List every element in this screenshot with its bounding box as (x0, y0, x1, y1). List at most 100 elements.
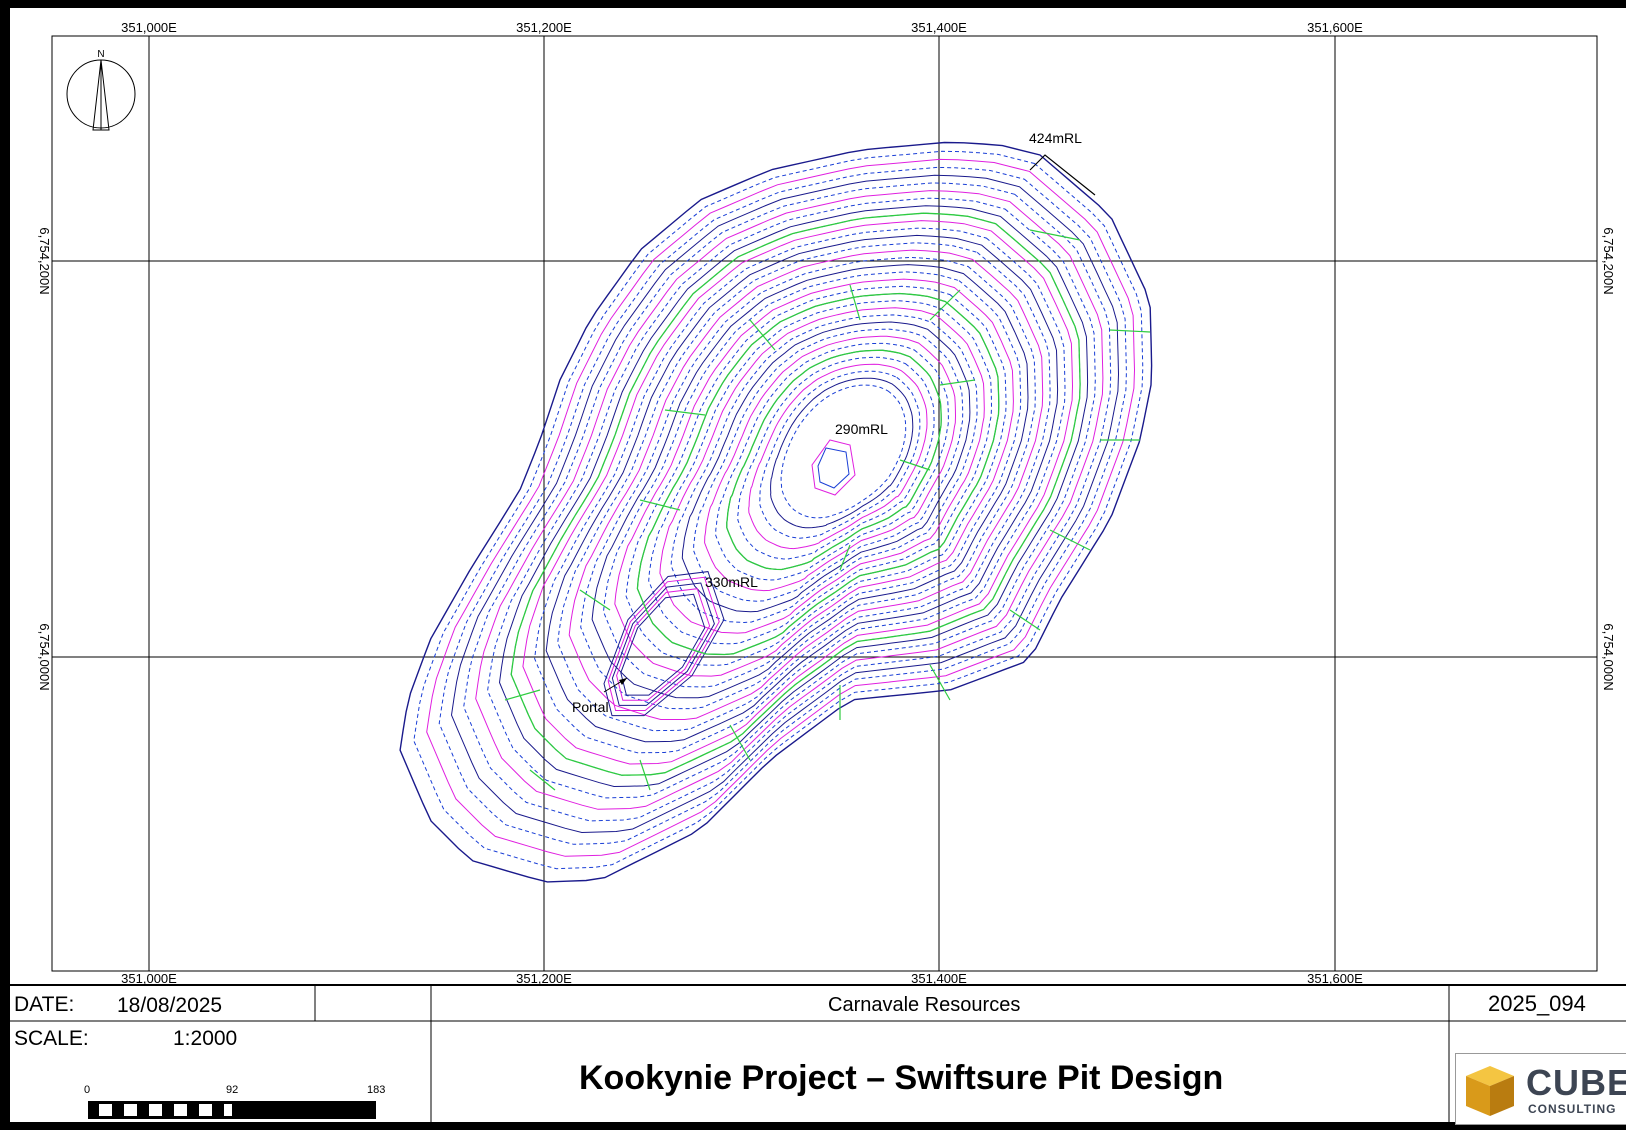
label-ramp-rl: 330mRL (705, 574, 758, 590)
pit-contour-line (534, 227, 1066, 754)
pit-berm-line (726, 349, 942, 571)
berm-tick (1049, 529, 1091, 551)
berm-tick (939, 379, 976, 386)
berm-tick (529, 769, 556, 791)
easting-label-top: 351,400E (911, 20, 967, 35)
scale-bar-tick-label: 0 (84, 1084, 91, 1096)
pit-contour-line (463, 182, 1112, 822)
report-number: 2025_094 (1488, 991, 1586, 1016)
logo-text: CUBE (1526, 1062, 1626, 1103)
pit-contour-line (625, 285, 1007, 666)
easting-label-bottom: 351,600E (1307, 971, 1363, 986)
pit-bottom-contour (817, 447, 850, 489)
cube-consulting-logo: CUBE CONSULTING (1455, 1053, 1626, 1125)
northing-label-right: 6,754,200N (1601, 227, 1616, 294)
date-label: DATE: (14, 993, 75, 1016)
berm-tick (1009, 609, 1041, 631)
pit-berms (504, 212, 1151, 791)
berm-tick (664, 409, 706, 416)
easting-label-top: 351,600E (1307, 20, 1363, 35)
secondary-pit-contour (611, 582, 715, 706)
pit-contour-line (580, 256, 1036, 710)
pit-contour-line (636, 292, 1000, 656)
berm-tick (579, 589, 611, 611)
pit-contour-line (748, 363, 928, 550)
northing-label-left: 6,754,000N (37, 623, 52, 690)
label-portal: Portal (572, 699, 609, 715)
pit-contour-line (614, 278, 1014, 677)
pit-contour-line (670, 314, 978, 624)
pit-contour-line (568, 249, 1044, 720)
logo-subtext: CONSULTING (1528, 1102, 1617, 1116)
pit-contour-line (498, 205, 1089, 788)
pit-contour-line (487, 197, 1096, 799)
ramp-entry (1029, 154, 1096, 196)
easting-label-bottom: 351,400E (911, 971, 967, 986)
pit-contour-line (692, 328, 964, 602)
pit-berm-line (636, 292, 1000, 656)
scale-bar (88, 1101, 376, 1119)
pit-contour-line (545, 234, 1059, 743)
north-arrow-icon: N (66, 49, 136, 131)
berm-tick (639, 499, 681, 511)
scale-bar-tick-label: 183 (367, 1084, 386, 1096)
secondary-pit-contour (603, 571, 725, 717)
coordinate-grid (52, 36, 1597, 971)
berm-tick (929, 289, 961, 321)
date-value: 18/08/2025 (117, 994, 223, 1017)
pit-contour-line (438, 166, 1127, 845)
client-name: Carnavale Resources (828, 994, 1021, 1016)
pit-contour-line (780, 384, 907, 519)
pit-contour-line (602, 271, 1022, 688)
scale-label: SCALE: (14, 1027, 89, 1050)
pit-contours (399, 141, 1153, 883)
berm-tick (929, 664, 951, 701)
title-block-grid (10, 984, 1626, 1122)
north-arrow-label: N (97, 49, 104, 60)
map-border (51, 35, 1598, 972)
northing-label-right: 6,754,000N (1601, 623, 1616, 690)
easting-label-top: 351,200E (516, 20, 572, 35)
secondary-pit-contour (620, 593, 706, 696)
easting-label-top: 351,000E (121, 20, 177, 35)
pit-contour-line (726, 349, 942, 571)
berm-tick (849, 284, 861, 321)
scale-value: 1:2000 (173, 1027, 238, 1050)
berm-tick (1109, 329, 1151, 333)
pit-contour-line (426, 158, 1136, 857)
pit-contour-line (704, 335, 957, 592)
drawing-title: Kookynie Project – Swiftsure Pit Design (579, 1059, 1224, 1097)
pit-contour-line (557, 242, 1051, 732)
berm-tick (839, 544, 851, 571)
northing-label-left: 6,754,200N (37, 227, 52, 294)
cube-logo-icon (1466, 1066, 1514, 1116)
pit-contour-line (475, 190, 1104, 810)
scale-bar-tick-label: 92 (226, 1084, 239, 1096)
secondary-pit-contour (616, 588, 711, 701)
pit-contour-line (737, 356, 935, 560)
label-top-rl: 424mRL (1029, 130, 1082, 146)
portal-arrow-icon (619, 678, 627, 685)
pit-contour-line (413, 150, 1144, 870)
pit-contour-line (450, 174, 1120, 834)
easting-label-bottom: 351,200E (516, 971, 572, 986)
pit-contour-line (648, 300, 993, 645)
pit-bottom-contour (811, 439, 856, 496)
pit-contour-line (659, 307, 985, 634)
berm-tick (1029, 229, 1081, 241)
berm-tick (639, 759, 651, 791)
berm-tick (729, 724, 751, 761)
pit-contour-line (591, 264, 1029, 699)
pit-contour-line (681, 321, 971, 613)
pit-contour-line (522, 220, 1074, 765)
pit-berm-line (510, 212, 1081, 776)
pit-contour-line (715, 342, 949, 581)
berm-tick (504, 689, 541, 701)
secondary-pit-contour (607, 576, 720, 711)
berm-tick (749, 319, 776, 351)
label-pit-bottom-rl: 290mRL (835, 421, 888, 437)
pit-contour-line (759, 370, 921, 539)
berm-tick (899, 459, 931, 471)
